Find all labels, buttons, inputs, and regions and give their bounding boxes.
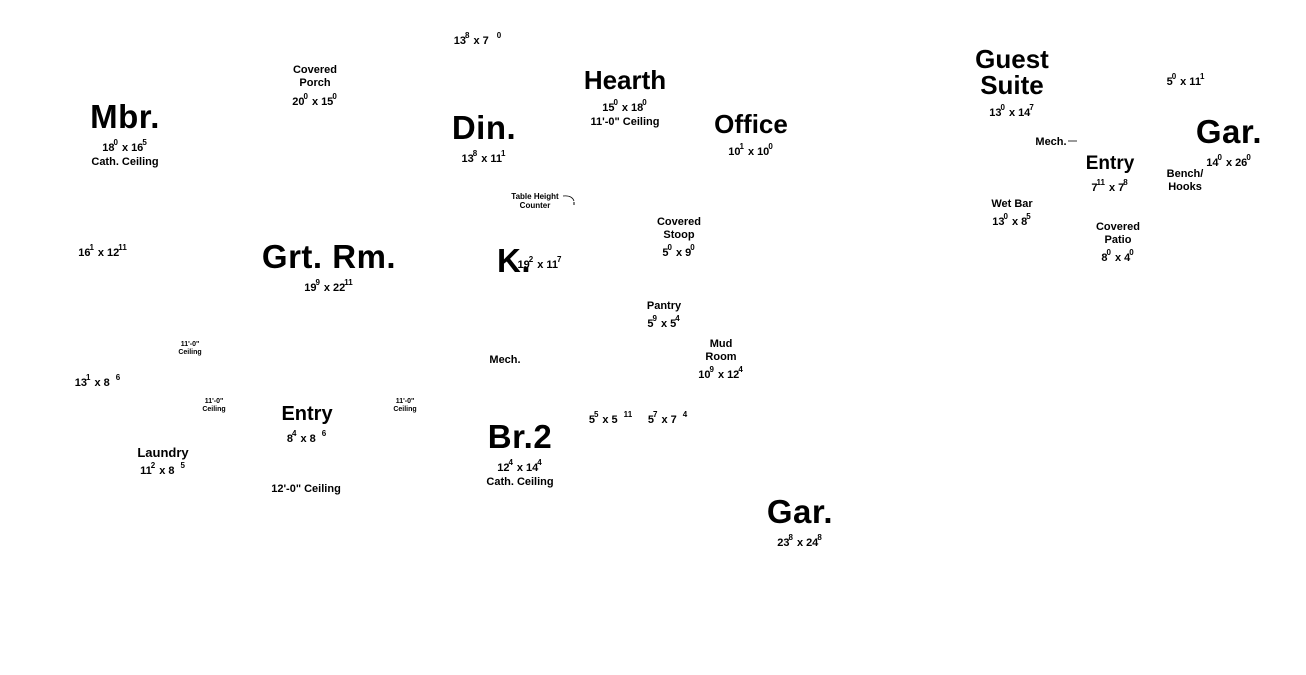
room-name: Gar. — [1195, 113, 1263, 150]
room-name: Wet Bar — [991, 198, 1033, 210]
label-bench-hooks: Bench/ Hooks — [1166, 168, 1204, 193]
ceiling-note: Cath. Ceiling — [91, 156, 159, 168]
room-mech-right: Mech. — [1035, 136, 1067, 148]
room-name: Entry — [281, 403, 333, 425]
room-name: Din. — [451, 109, 517, 146]
mech-leader-line — [1068, 140, 1077, 142]
ceiling-note-1: 11'-0" Ceiling — [178, 341, 202, 356]
ceiling-note-2: 11'-0" Ceiling — [202, 398, 226, 413]
room-name: Covered Porch — [292, 64, 338, 90]
room-name: Grt. Rm. — [261, 238, 397, 275]
room-name: Pantry — [646, 300, 682, 312]
room-name: Mbr. — [90, 98, 160, 135]
room-name: Mud Room — [705, 338, 737, 364]
ceiling-note: Cath. Ceiling — [486, 476, 554, 488]
room-name: Laundry — [137, 445, 189, 460]
room-name: Gar. — [766, 493, 834, 530]
ceiling-note: 11'-0" Ceiling — [590, 116, 660, 128]
room-name: Hearth — [583, 65, 667, 95]
counter-leader-line — [562, 195, 575, 205]
label-table-height-counter: Table Height Counter — [511, 192, 559, 211]
room-mech-center: Mech. — [489, 354, 521, 366]
room-kitchen: K. — [497, 244, 531, 277]
room-name: Br.2 — [487, 418, 553, 455]
room-name: Guest Suite — [975, 44, 1049, 100]
room-name: Covered Stoop — [656, 216, 702, 242]
room-name: K. — [497, 242, 531, 279]
room-name: Entry — [1085, 153, 1135, 174]
ceiling-note-3: 11'-0" Ceiling — [393, 398, 417, 413]
room-name: Covered Patio — [1095, 221, 1141, 247]
ceiling-note-12ft: 12'-0" Ceiling — [271, 483, 341, 495]
room-name: Office — [714, 109, 788, 139]
